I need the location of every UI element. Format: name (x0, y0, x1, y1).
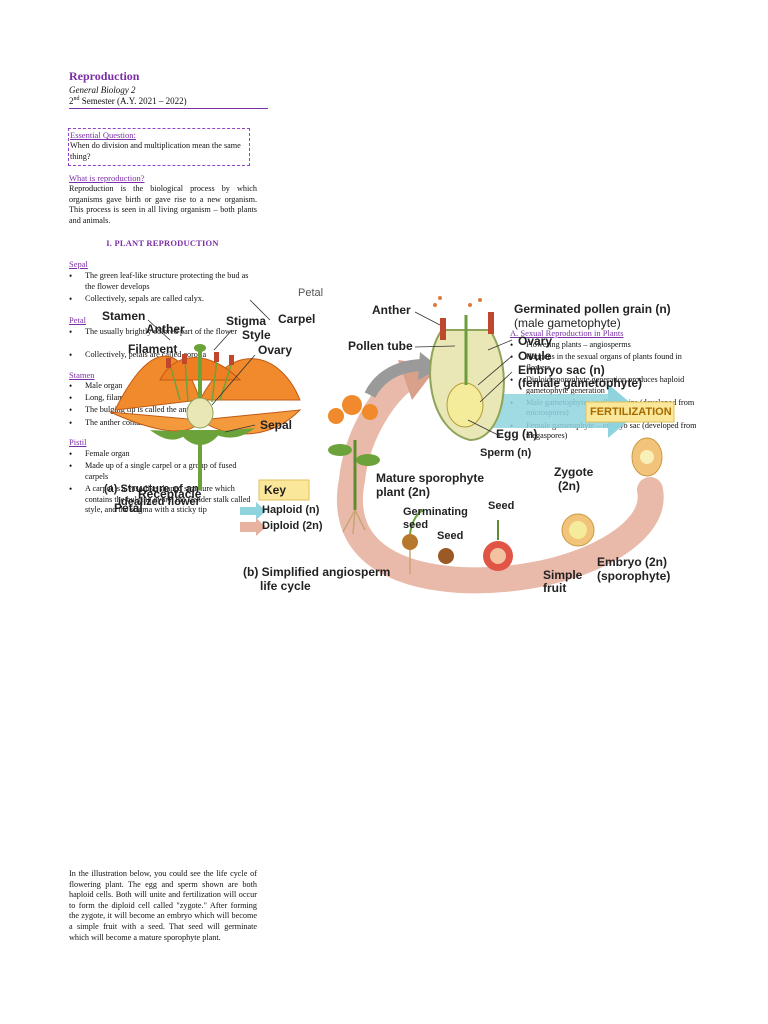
label-petal: Petal (114, 501, 143, 515)
list-item: Diploid sporophyte generation produces h… (508, 375, 700, 396)
label-ovule: Ovule (518, 349, 552, 363)
list-item: Happens in the sexual organs of plants f… (508, 352, 700, 373)
page-subtitle: General Biology 2 (69, 85, 136, 95)
label-receptacle: Receptacle (138, 487, 202, 501)
label-embryo-sac-1: Embryo sac (n) (518, 363, 605, 377)
life-cycle-paragraph: In the illustration below, you could see… (69, 869, 257, 942)
list-item: Flowering plants – angiosperms (508, 340, 700, 351)
seed-illustration (438, 548, 454, 564)
essential-question-title: Essential Question: (70, 130, 136, 140)
essential-question-box (68, 128, 250, 166)
list-item: Male organ (67, 381, 257, 392)
section-plant-reproduction: I. PLANT REPRODUCTION (106, 238, 219, 248)
label-stamen: Stamen (102, 309, 146, 323)
label-key: Key (264, 483, 287, 497)
semester-number: 2 (69, 96, 74, 106)
label-filament: Filament (128, 342, 178, 356)
label-seed-1: Seed (437, 530, 464, 542)
label-mature-2: plant (2n) (376, 485, 430, 499)
embryo-illustration (561, 513, 595, 547)
essential-question-text: When do division and multiplication mean… (70, 141, 241, 161)
label-style: Style (242, 328, 271, 342)
haploid-key-arrow (240, 502, 266, 520)
semester-suffix: nd (73, 96, 80, 102)
stamen-heading: Stamen (69, 370, 95, 380)
pistil-list: Female organ Made up of a single carpel … (67, 449, 257, 517)
semester-text: Semester (A.Y. 2021 – 2022) (79, 96, 187, 106)
label-embryo-sac-2: (female gametophyte) (518, 376, 643, 390)
flower-illustration (109, 344, 302, 490)
sepal-heading: Sepal (69, 259, 88, 269)
label-embryo-1: Embryo (2n) (597, 555, 668, 569)
seed-germinating (402, 509, 425, 574)
ovule-illustration (429, 296, 505, 442)
label-seed-2: Seed (488, 500, 515, 512)
label-mature-1: Mature sporophyte (376, 471, 485, 485)
what-heading: What is reproduction? (69, 173, 145, 183)
mature-plant-illustration (328, 395, 380, 535)
sexual-heading: A. Sexual Reproduction in Plants (510, 328, 624, 338)
label-zygote-2: (2n) (558, 479, 580, 493)
caption-a-line2: idealized flower (118, 496, 200, 508)
label-diploid: Diploid (2n) (262, 520, 323, 532)
label-sperm: Sperm (n) (480, 447, 532, 459)
label-sepal: Sepal (260, 418, 293, 432)
label-petal-top: Petal (298, 287, 324, 299)
diploid-key-arrow (240, 518, 266, 536)
gray-arrow (364, 359, 426, 398)
label-anther-2: Anther (372, 303, 411, 317)
list-item: The bulging tip is called the anther (67, 405, 257, 416)
label-stigma: Stigma (226, 314, 267, 328)
list-item: A carpel is a vase-like shaped structure… (67, 484, 257, 516)
title-rule (69, 108, 268, 109)
zygote-illustration (631, 437, 663, 477)
label-carpel: Carpel (278, 312, 316, 326)
list-item: Female organ (67, 449, 257, 460)
list-item: Made up of a single carpel or a group of… (67, 461, 257, 482)
fertilization-box (585, 401, 675, 423)
label-germinating-2: seed (403, 519, 429, 531)
semester-line: 2nd Semester (A.Y. 2021 – 2022) (69, 96, 187, 106)
label-ovary-2: Ovary (518, 334, 553, 348)
label-germinated-1: Germinated pollen grain (n) (514, 302, 671, 316)
key-box (258, 479, 310, 501)
list-item: Collectively, sepals are called calyx. (67, 294, 257, 305)
list-item: Collectively, petals are called corolla (67, 350, 257, 361)
simple-fruit-illustration (483, 520, 513, 571)
life-cycle-arrow (337, 362, 664, 594)
label-simple-2: fruit (543, 581, 567, 595)
label-egg: Egg (n) (496, 427, 538, 441)
label-germinated-2: (male gametophyte) (514, 316, 621, 330)
list-item: The green leaf-like structure protecting… (67, 271, 257, 292)
caption-b-line2: life cycle (260, 579, 311, 593)
what-text: Reproduction is the biological process b… (69, 184, 257, 225)
petal-heading: Petal (69, 315, 86, 325)
label-haploid: Haploid (n) (262, 504, 320, 516)
label-simple-1: Simple (543, 568, 583, 582)
label-embryo-2: (sporophyte) (597, 569, 671, 583)
label-pollen-tube: Pollen tube (348, 339, 413, 353)
caption-b-line1: (b) Simplified angiosperm (243, 565, 391, 579)
label-fertilization: FERTILIZATION (590, 406, 672, 418)
page-title: Reproduction (69, 69, 140, 83)
pistil-heading: Pistil (69, 437, 87, 447)
label-anther: Anther (146, 322, 185, 336)
label-zygote-1: Zygote (554, 465, 594, 479)
label-germinating-1: Germinating (403, 506, 468, 518)
sepal-list: The green leaf-like structure protecting… (67, 271, 257, 306)
label-ovary: Ovary (258, 343, 293, 357)
flower-leader-lines (147, 299, 513, 437)
caption-a-line1: (a) Structure of an (104, 483, 199, 495)
